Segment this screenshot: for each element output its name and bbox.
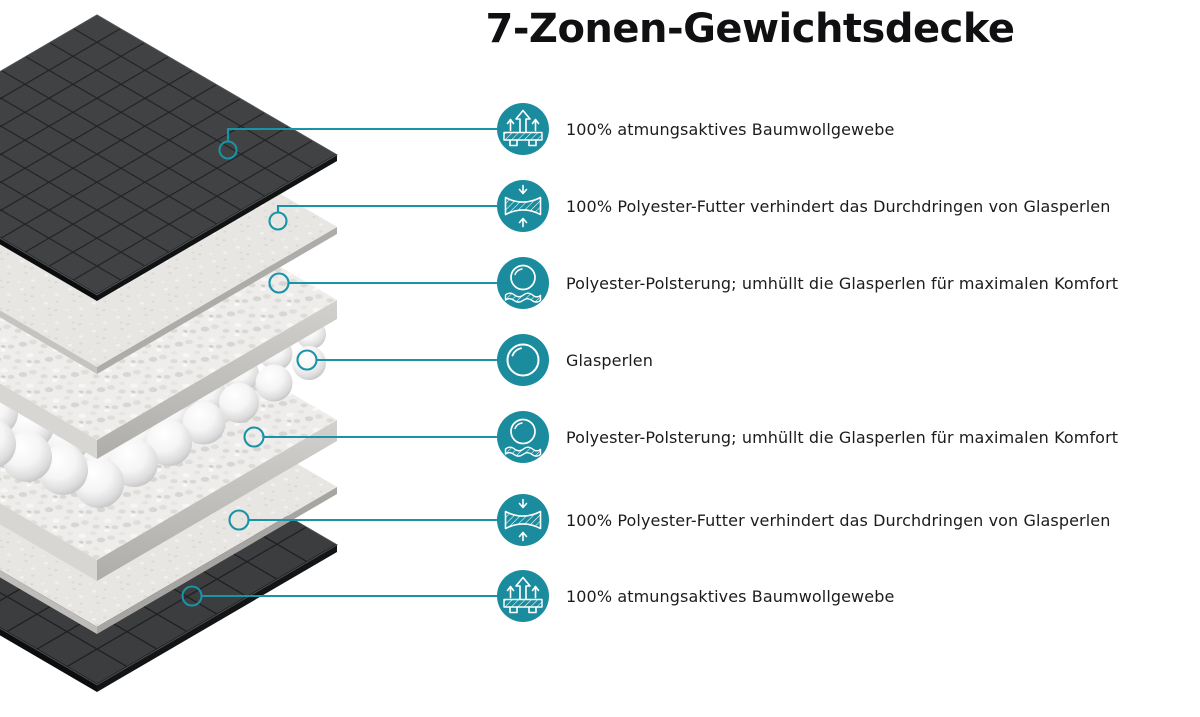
compression-icon	[497, 494, 549, 546]
connector-dot	[218, 140, 238, 160]
breathability-icon	[497, 103, 549, 155]
layer-label: 100% atmungsaktives Baumwollgewebe	[566, 586, 895, 606]
glass-bead	[0, 420, 16, 468]
layer-row: 100% atmungsaktives Baumwollgewebe	[497, 570, 894, 622]
glass-bead	[255, 364, 293, 402]
layer-row: 100% Polyester-Futter verhindert das Dur…	[497, 494, 1110, 546]
connector-dot	[296, 349, 318, 371]
layer-row: 100% Polyester-Futter verhindert das Dur…	[497, 180, 1110, 232]
layer-label: Glasperlen	[566, 350, 653, 370]
connector-dot	[243, 426, 265, 448]
glass-bead	[146, 420, 192, 466]
glass-bead	[182, 401, 226, 445]
layer-row: Polyester-Polsterung; umhüllt die Glaspe…	[497, 257, 1118, 309]
layer-label: 100% atmungsaktives Baumwollgewebe	[566, 119, 895, 139]
layer-row: Glasperlen	[497, 334, 653, 386]
compression-icon	[497, 180, 549, 232]
connector-dot	[181, 585, 203, 607]
layer-connectors	[181, 127, 497, 607]
layer-label: 100% Polyester-Futter verhindert das Dur…	[566, 196, 1111, 216]
layer-top-cover-graphic	[0, 14, 338, 301]
layer-row: Polyester-Polsterung; umhüllt die Glaspe…	[497, 411, 1118, 463]
connector-dot	[268, 272, 290, 294]
padding-icon	[497, 257, 549, 309]
layer-label: Polyester-Polsterung; umhüllt die Glaspe…	[566, 427, 1119, 447]
connector-dot	[228, 509, 250, 531]
breathability-icon	[497, 570, 549, 622]
glass-bead-icon	[497, 334, 549, 386]
page-title: 7-Zonen-Gewichtsdecke	[485, 6, 1015, 52]
connector-line	[226, 127, 497, 141]
layer-label: Polyester-Polsterung; umhüllt die Glaspe…	[566, 273, 1119, 293]
connector-dot	[268, 211, 288, 231]
connector-line	[276, 204, 497, 213]
layer-label: 100% Polyester-Futter verhindert das Dur…	[566, 510, 1111, 530]
layer-row: 100% atmungsaktives Baumwollgewebe	[497, 103, 894, 155]
glass-bead	[219, 383, 259, 423]
padding-icon	[497, 411, 549, 463]
